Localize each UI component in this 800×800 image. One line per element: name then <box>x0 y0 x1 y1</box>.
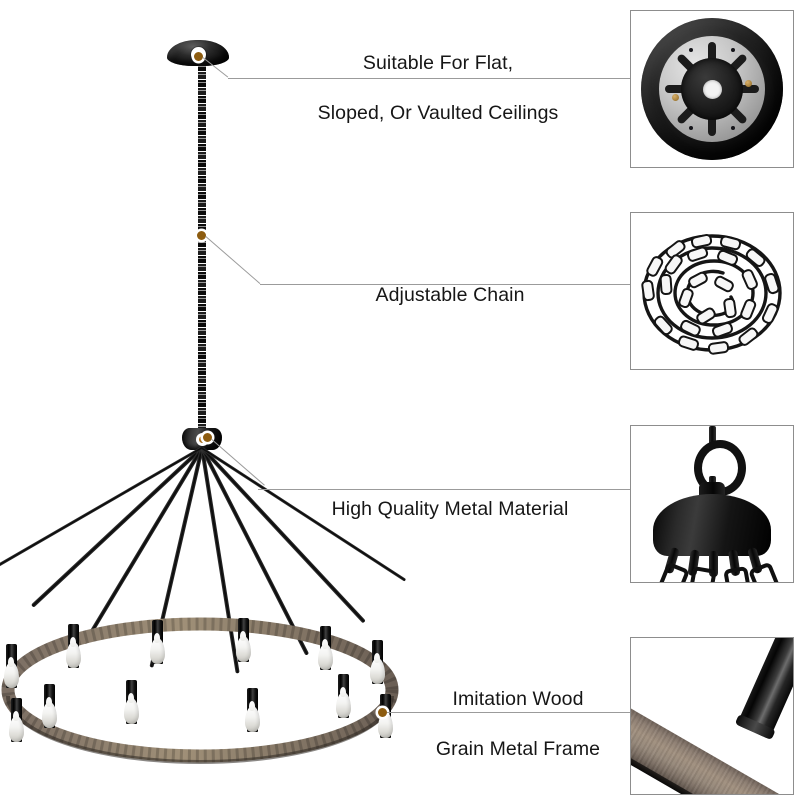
hub-top-rod <box>708 426 716 448</box>
callout-dot-chain <box>197 231 206 240</box>
mounting-screw <box>672 94 679 101</box>
coiled-chain-graphic <box>631 213 793 369</box>
detail-panel-mounting-plate <box>630 10 794 168</box>
mounting-screw <box>745 80 752 87</box>
detail-panel-coiled-chain <box>630 212 794 370</box>
callout-label-chain: Adjustable Chain <box>375 284 525 306</box>
callout-leader-wood <box>387 712 630 713</box>
callout-label-metal: High Quality Metal Material <box>331 498 569 520</box>
callout-leader-metal <box>258 489 630 490</box>
hub-body <box>653 494 771 556</box>
detail-panel-wood-frame <box>630 637 794 795</box>
callout-leader-chain <box>260 284 630 285</box>
callout-leader-ceilings <box>228 78 630 79</box>
metal-rod <box>734 638 793 741</box>
spoke-hub <box>182 428 222 450</box>
callout-leader-diagonal-chain <box>205 236 261 284</box>
callout-dot-metal <box>203 433 212 442</box>
callout-label-wood: Imitation Wood Grain Metal Frame <box>435 688 601 760</box>
callout-label-ceilings: Suitable For Flat, Sloped, Or Vaulted Ce… <box>317 52 559 124</box>
callout-dot-ceilings <box>194 52 203 61</box>
metal-rod-cap <box>734 713 776 741</box>
hanging-chain-highlight <box>198 64 206 430</box>
mounting-plate-center-hole <box>702 79 722 99</box>
callout-dot-wood <box>378 708 387 717</box>
detail-panel-metal-hub <box>630 425 794 583</box>
